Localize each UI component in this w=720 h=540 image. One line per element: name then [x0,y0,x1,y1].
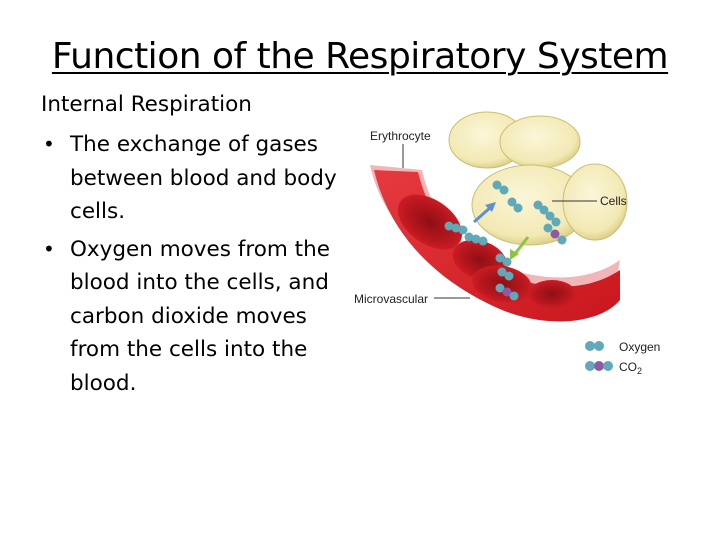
bullet-text: The exchange of gases between blood and … [70,132,337,224]
carbon-dioxide-molecules [495,223,567,301]
legend-oxygen-swatch [585,341,604,351]
oxygen-diffusion-arrow [473,202,496,224]
legend: Oxygen CO2 [585,340,660,376]
legend-co2-swatch [585,361,613,371]
cells-label: Cells [600,194,627,208]
erythrocyte-label: Erythrocyte [370,129,431,143]
legend-oxygen-label: Oxygen [619,340,660,354]
bullet-icon: • [43,236,55,261]
bullet-list: • The exchange of gases between blood an… [41,128,361,400]
slide-title: Function of the Respiratory System [51,36,669,77]
microvascular-label: Microvascular [354,292,428,306]
slide-subtitle: Internal Respiration [41,92,252,117]
internal-respiration-diagram: Erythrocyte Cells Microvascular Oxygen C… [354,111,660,376]
bullet-item: • The exchange of gases between blood an… [41,128,361,229]
bullet-item: • Oxygen moves from the blood into the c… [41,233,361,401]
body-cells [448,111,628,246]
oxygen-molecules [444,180,561,281]
bullet-text: Oxygen moves from the blood into the cel… [70,236,330,396]
bullet-icon: • [43,132,55,156]
co2-diffusion-arrow [510,236,530,260]
legend-co2-label: CO2 [619,360,642,376]
slide-body: Internal Respiration • The exchange of g… [41,90,361,400]
